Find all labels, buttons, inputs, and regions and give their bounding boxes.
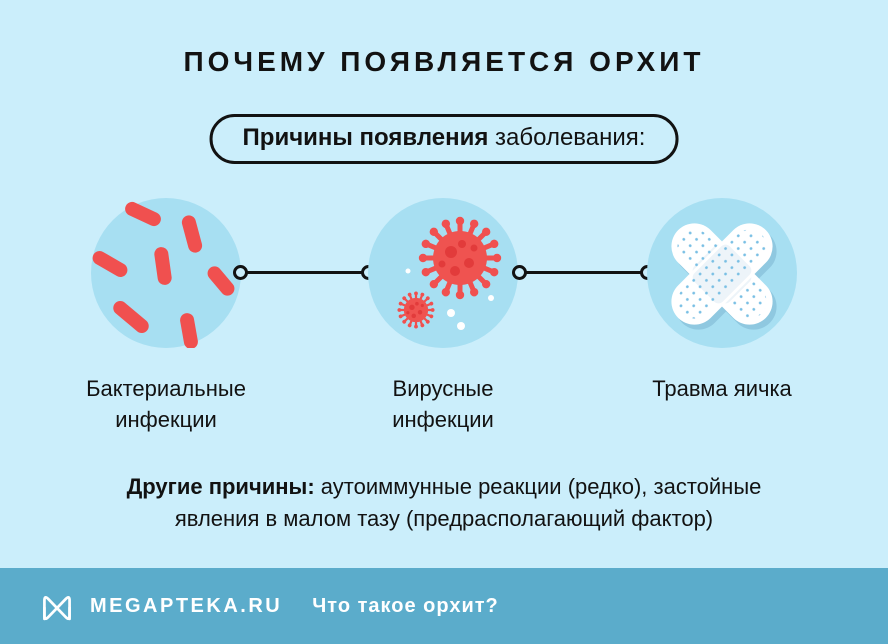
other-causes-line2: явления в малом тазу (предрасполагающий … xyxy=(174,506,714,531)
cause-label-line: инфекции xyxy=(115,407,217,432)
causes-badge-bold-text: Причины появления xyxy=(242,124,489,151)
connector-dot xyxy=(512,265,527,280)
other-causes-line1: Другие причины: аутоиммунные реакции (ре… xyxy=(0,471,888,503)
bacteria-icon xyxy=(91,198,241,348)
footer-bar: MEGAPTEKA.RU Что такое орхит? xyxy=(0,568,888,644)
connector-line xyxy=(519,271,647,274)
bandage-icon xyxy=(647,198,797,348)
cause-label-bacterial: Бактериальные инфекции xyxy=(16,373,316,435)
cause-label-line: Бактериальные xyxy=(86,376,246,401)
footer-question-link[interactable]: Что такое орхит? xyxy=(312,594,499,617)
other-causes-line1-rest: аутоиммунные реакции (редко), застойные xyxy=(314,474,762,499)
cause-label-line: инфекции xyxy=(392,407,494,432)
virus-icon xyxy=(368,198,518,348)
cause-label-line: Травма яичка xyxy=(652,376,792,401)
cause-label-viral: Вирусные инфекции xyxy=(293,373,593,435)
causes-badge: Причины появления заболевания: xyxy=(209,114,679,164)
other-causes-label: Другие причины: xyxy=(126,474,315,499)
other-causes-text: Другие причины: аутоиммунные реакции (ре… xyxy=(0,471,888,535)
connector-line xyxy=(240,271,368,274)
cause-label-line: Вирусные xyxy=(392,376,494,401)
footer-brand: MEGAPTEKA.RU xyxy=(90,594,283,617)
cause-label-trauma: Травма яичка xyxy=(572,373,872,404)
connector-dot xyxy=(233,265,248,280)
page-title: ПОЧЕМУ ПОЯВЛЯЕТСЯ ОРХИТ xyxy=(183,46,705,77)
megapteka-logo-icon xyxy=(43,595,71,621)
causes-badge-regular-text: заболевания: xyxy=(488,124,646,151)
